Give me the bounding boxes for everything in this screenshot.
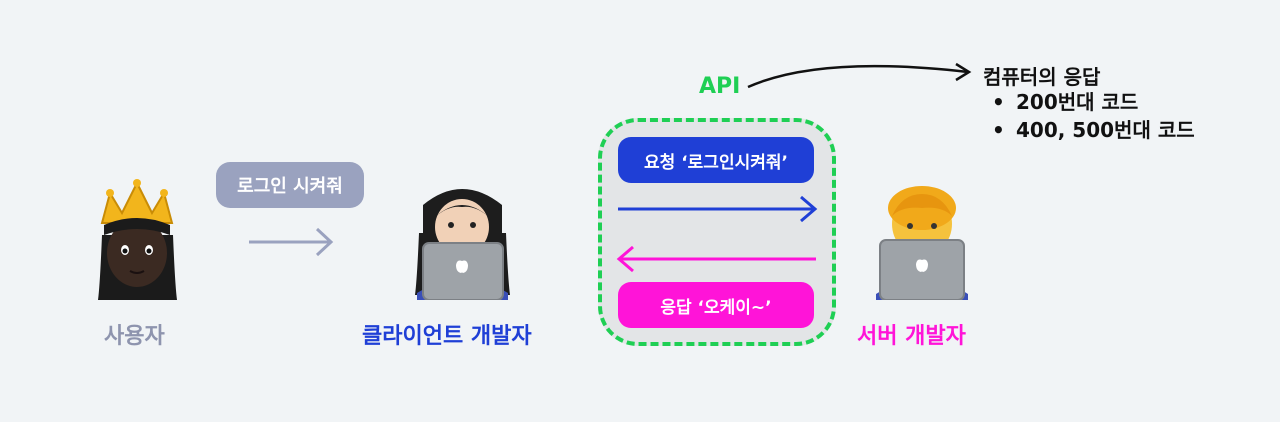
client-developer-label: 클라이언트 개발자: [362, 324, 532, 349]
bullet-icon: •: [992, 118, 1005, 142]
computer-response-list: •200번대 코드 •400, 500번대 코드: [992, 88, 1195, 144]
api-to-response-curve-arrow: [747, 62, 972, 89]
api-request-pill: 요청 ‘로그인시켜줘’: [618, 137, 814, 183]
api-arrows: [616, 195, 818, 273]
response-arrow: [616, 245, 816, 273]
server-developer-label: 서버 개발자: [857, 324, 966, 349]
server-developer-avatar: [862, 172, 982, 301]
list-item: •200번대 코드: [992, 90, 1139, 114]
user-label: 사용자: [104, 324, 165, 349]
request-arrow: [618, 195, 818, 223]
user-to-client-arrow: [249, 227, 334, 257]
api-response-pill: 응답 ‘오케이~’: [618, 282, 814, 328]
list-item: •400, 500번대 코드: [992, 118, 1195, 142]
computer-response-title: 컴퓨터의 응답: [983, 65, 1101, 89]
bullet-icon: •: [992, 90, 1005, 114]
login-request-bubble: 로그인 시켜줘: [216, 162, 364, 208]
user-avatar: [80, 175, 195, 305]
api-label: API: [699, 74, 741, 99]
client-developer-avatar: [405, 175, 520, 301]
